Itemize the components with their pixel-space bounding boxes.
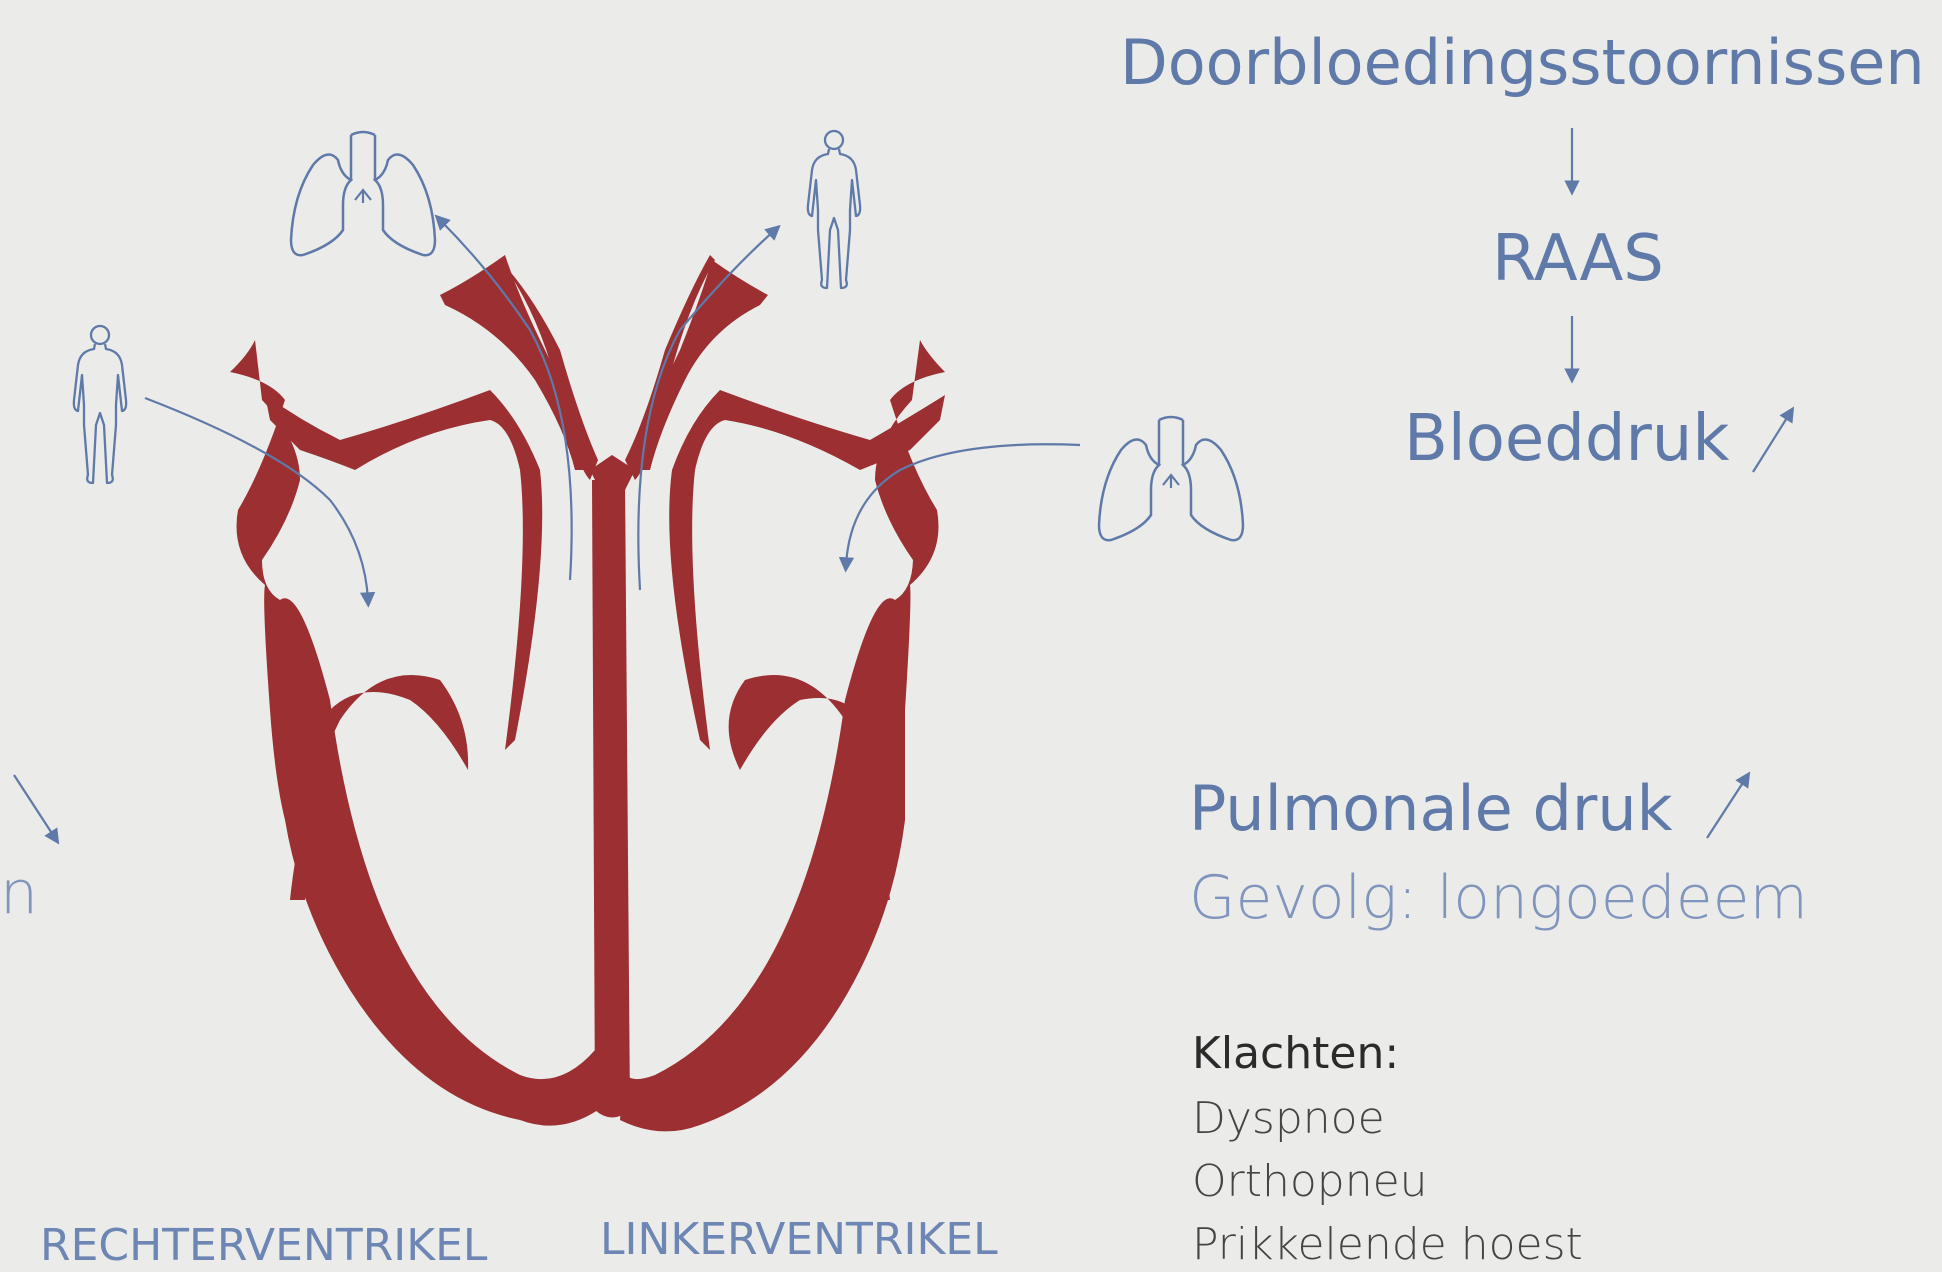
pulmonale-label: Pulmonale druk (1189, 772, 1673, 845)
klachten-item: Orthopneu (1192, 1156, 1428, 1207)
body-icon (808, 131, 860, 288)
partial-left-text: n (0, 858, 38, 928)
arrow-up-right-icon (1707, 778, 1746, 838)
title-doorbloeding: Doorbloedingsstoornissen (1120, 26, 1925, 99)
heart-illustration (230, 255, 945, 1131)
gevolg-label: Gevolg: longoedeem (1189, 863, 1808, 933)
bloeddruk-label: Bloeddruk (1404, 402, 1729, 476)
klachten-item: Dyspnoe (1192, 1093, 1385, 1144)
lungs-icon (291, 132, 435, 255)
left-ventricle-label: LINKERVENTRIKEL (600, 1214, 998, 1265)
klachten-item: Prikkelende hoest (1192, 1219, 1583, 1270)
raas-label: RAAS (1492, 222, 1664, 296)
arrow-up-right-icon (1753, 413, 1790, 472)
body-icon (74, 326, 126, 483)
lungs-icon (1099, 417, 1243, 540)
right-ventricle-label: RECHTERVENTRIKEL (40, 1220, 487, 1271)
klachten-title: Klachten: (1192, 1028, 1399, 1079)
